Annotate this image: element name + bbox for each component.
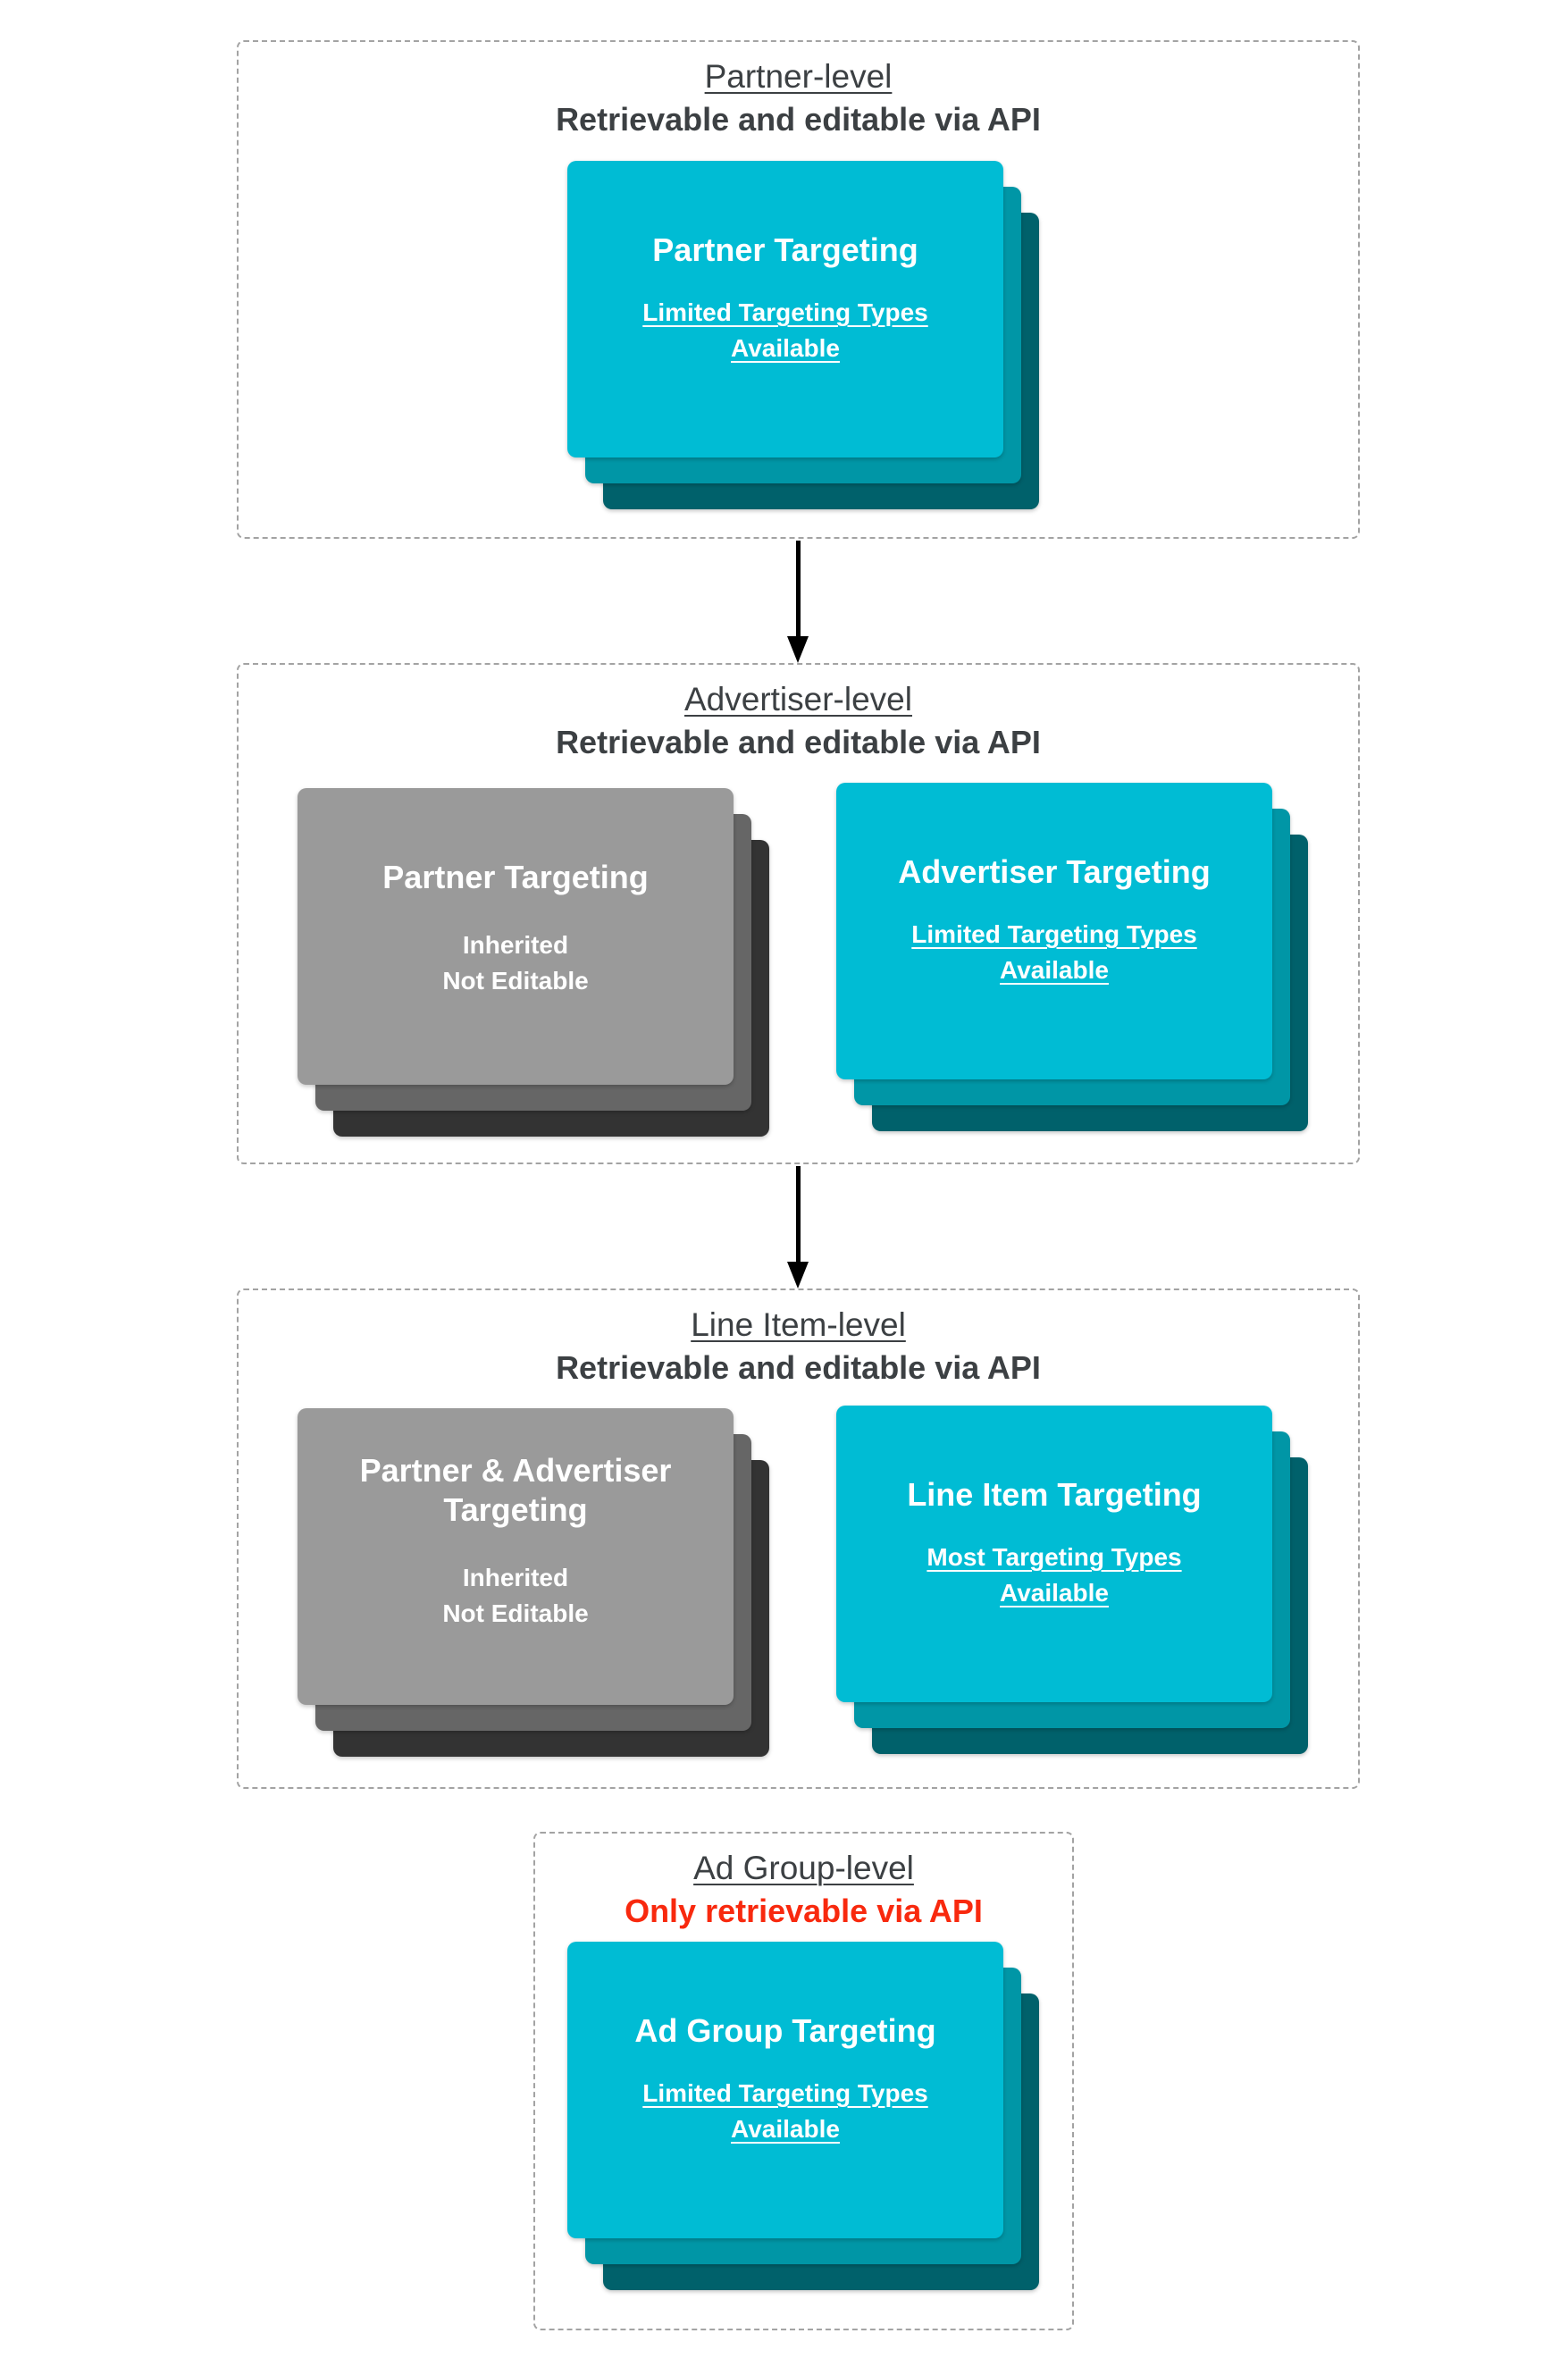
section-subtitle: Retrievable and editable via API [556,724,1041,760]
section-subtitle: Retrievable and editable via API [556,101,1041,138]
card-title: Line Item Targeting [907,1476,1202,1513]
card-ad-group-targeting: Ad Group Targeting Limited Targeting Typ… [567,1942,1039,2290]
card-body: Most Targeting Types Available [858,1540,1251,1611]
card-body-line: Available [731,334,840,362]
card-body: Limited Targeting Types Available [589,2076,982,2147]
card-face: Line Item Targeting Most Targeting Types… [836,1406,1272,1702]
section-advertiser-level: Advertiser-level Retrievable and editabl… [237,663,1360,1164]
card-body-line: Inherited [462,1564,569,1591]
section-partner-level: Partner-level Retrievable and editable v… [237,40,1360,539]
card-body-line: Limited Targeting Types [642,2079,928,2107]
card-body-line: Limited Targeting Types [911,920,1197,948]
section-title: Advertiser-level [684,681,912,718]
card-body-line: Available [1000,1579,1109,1607]
card-line-item-targeting: Line Item Targeting Most Targeting Types… [836,1406,1308,1754]
card-body-line: Not Editable [442,967,589,995]
card-face: Advertiser Targeting Limited Targeting T… [836,783,1272,1079]
card-face: Partner Targeting Inherited Not Editable [298,788,734,1085]
section-ad-group-level: Ad Group-level Only retrievable via API … [533,1832,1074,2330]
section-title: Ad Group-level [693,1850,914,1886]
arrow-head [787,636,809,663]
card-body-line: Available [731,2115,840,2143]
arrow-shaft [795,541,801,636]
card-advertiser-targeting: Advertiser Targeting Limited Targeting T… [836,783,1308,1131]
card-face: Partner & Advertiser Targeting Inherited… [298,1408,734,1705]
card-title: Ad Group Targeting [634,2012,936,2049]
card-partner-advertiser-targeting-inherited: Partner & Advertiser Targeting Inherited… [298,1408,769,1757]
card-title: Advertiser Targeting [898,853,1211,890]
arrow-down-icon [787,541,809,663]
card-title: Partner Targeting [382,859,649,895]
card-partner-targeting-inherited: Partner Targeting Inherited Not Editable [298,788,769,1137]
card-face: Ad Group Targeting Limited Targeting Typ… [567,1942,1003,2238]
card-body-line: Not Editable [442,1599,589,1627]
card-body-line: Available [1000,956,1109,984]
section-title: Partner-level [704,58,893,95]
card-body-line: Inherited [462,931,569,959]
arrow-down-icon [787,1166,809,1288]
card-body-line: Limited Targeting Types [642,298,928,326]
section-subtitle: Retrievable and editable via API [556,1349,1041,1386]
card-body: Inherited Not Editable [319,927,712,999]
card-partner-targeting: Partner Targeting Limited Targeting Type… [567,161,1039,509]
card-body: Inherited Not Editable [319,1560,712,1632]
arrow-shaft [795,1166,801,1262]
card-body: Limited Targeting Types Available [589,295,982,366]
card-title: Partner Targeting [652,231,918,268]
section-line-item-level: Line Item-level Retrievable and editable… [237,1288,1360,1789]
card-face: Partner Targeting Limited Targeting Type… [567,161,1003,457]
section-title: Line Item-level [691,1306,906,1343]
card-title: Partner & Advertiser Targeting [359,1452,672,1528]
card-body: Limited Targeting Types Available [858,917,1251,988]
card-body-line: Most Targeting Types [927,1543,1182,1571]
arrow-head [787,1262,809,1288]
section-subtitle: Only retrievable via API [625,1893,983,1929]
